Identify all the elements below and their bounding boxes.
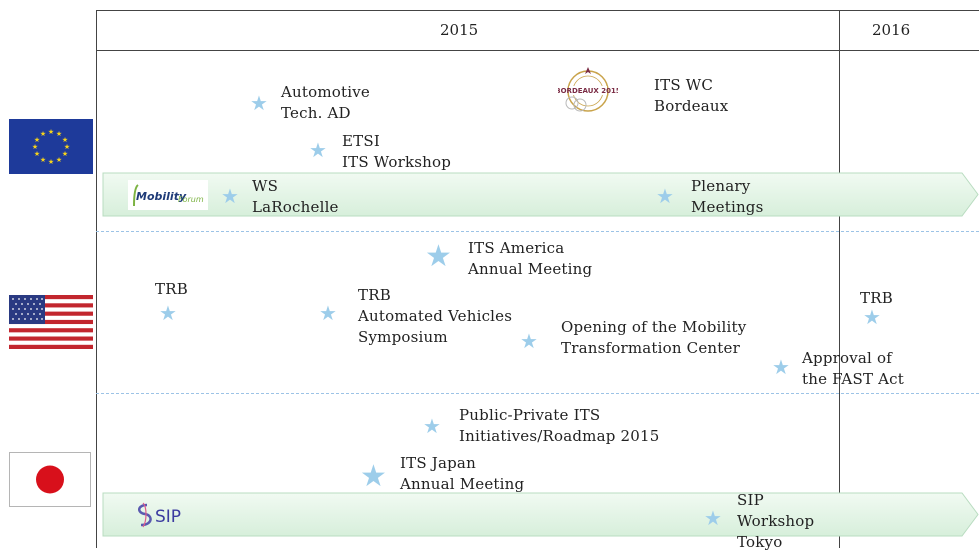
sip-logo: SIP [133, 499, 203, 529]
japan-flag-icon [9, 452, 91, 507]
svg-text:★: ★ [34, 150, 40, 158]
event-ws-larochelle: WS LaRochelle [252, 177, 339, 216]
event-star-icon: ★ [159, 301, 177, 325]
region-divider-eu-us [96, 231, 979, 232]
event-star-icon: ★ [221, 184, 239, 208]
year-header-2015: 2015 [440, 21, 479, 39]
svg-text:★: ★ [62, 136, 68, 144]
event-star-icon: ★ [656, 184, 674, 208]
event-its-america-annual-meeting: ITS America Annual Meeting [468, 239, 593, 278]
event-its-japan-annual-meeting: ITS Japan Annual Meeting [400, 454, 525, 493]
svg-text:★: ★ [40, 156, 46, 164]
event-star-icon: ★ [863, 305, 881, 329]
event-mobility-transformation-center: Opening of the Mobility Transformation C… [561, 318, 747, 357]
svg-text:Mobility: Mobility [136, 190, 187, 203]
event-star-icon: ★ [309, 138, 327, 162]
event-star-icon-large: ★ [425, 239, 452, 274]
mobility-forum-logo: Mobility Forum [128, 180, 208, 210]
event-star-icon: ★ [250, 91, 268, 115]
event-star-icon-large: ★ [360, 459, 387, 494]
event-its-wc-bordeaux: ITS WC Bordeaux [654, 76, 729, 115]
event-star-icon: ★ [520, 329, 538, 353]
event-public-private-its-roadmap: Public-Private ITS Initiatives/Roadmap 2… [459, 406, 660, 445]
region-divider-us-jp [96, 393, 979, 394]
event-etsi-its-workshop: ETSI ITS Workshop [342, 132, 452, 171]
event-trb-2016: TRB [860, 289, 893, 307]
event-automotive-tech-ad: Automotive Tech. AD [281, 83, 370, 122]
svg-text:Forum: Forum [178, 195, 204, 204]
svg-text:★: ★ [48, 158, 54, 166]
event-trb-automated-vehicles-symposium: TRB Automated Vehicles Symposium [358, 286, 513, 346]
event-star-icon: ★ [704, 506, 722, 530]
header-bottom-border [96, 50, 979, 51]
event-sip-workshop-tokyo: SIP Workshop Tokyo [737, 491, 815, 551]
timeline-left-border [96, 10, 97, 548]
svg-text:★: ★ [64, 143, 70, 151]
svg-text:★: ★ [48, 128, 54, 136]
us-flag-icon [9, 295, 93, 349]
header-top-border [96, 10, 979, 11]
event-trb: TRB [155, 280, 188, 298]
year-header-2016: 2016 [872, 21, 911, 39]
svg-text:★: ★ [62, 150, 68, 158]
jp-sip-band [102, 492, 979, 537]
event-star-icon: ★ [772, 355, 790, 379]
eu-mobility-forum-band [102, 172, 979, 217]
svg-text:★: ★ [32, 143, 38, 151]
svg-text:★: ★ [56, 156, 62, 164]
its-bordeaux-logo: BORDEAUX 2015 [555, 64, 621, 116]
event-plenary-meetings: Plenary Meetings [691, 177, 764, 216]
svg-text:SIP: SIP [155, 507, 181, 527]
svg-text:★: ★ [34, 136, 40, 144]
event-star-icon: ★ [319, 301, 337, 325]
year-divider-2016 [839, 10, 840, 548]
event-star-icon: ★ [423, 414, 441, 438]
svg-text:BORDEAUX 2015: BORDEAUX 2015 [558, 87, 618, 95]
eu-flag-icon: ★ ★ ★ ★ ★ ★ ★ ★ ★ ★ ★ ★ [9, 119, 93, 174]
event-fast-act-approval: Approval of the FAST Act [802, 349, 904, 388]
svg-text:★: ★ [40, 130, 46, 138]
svg-text:★: ★ [56, 130, 62, 138]
